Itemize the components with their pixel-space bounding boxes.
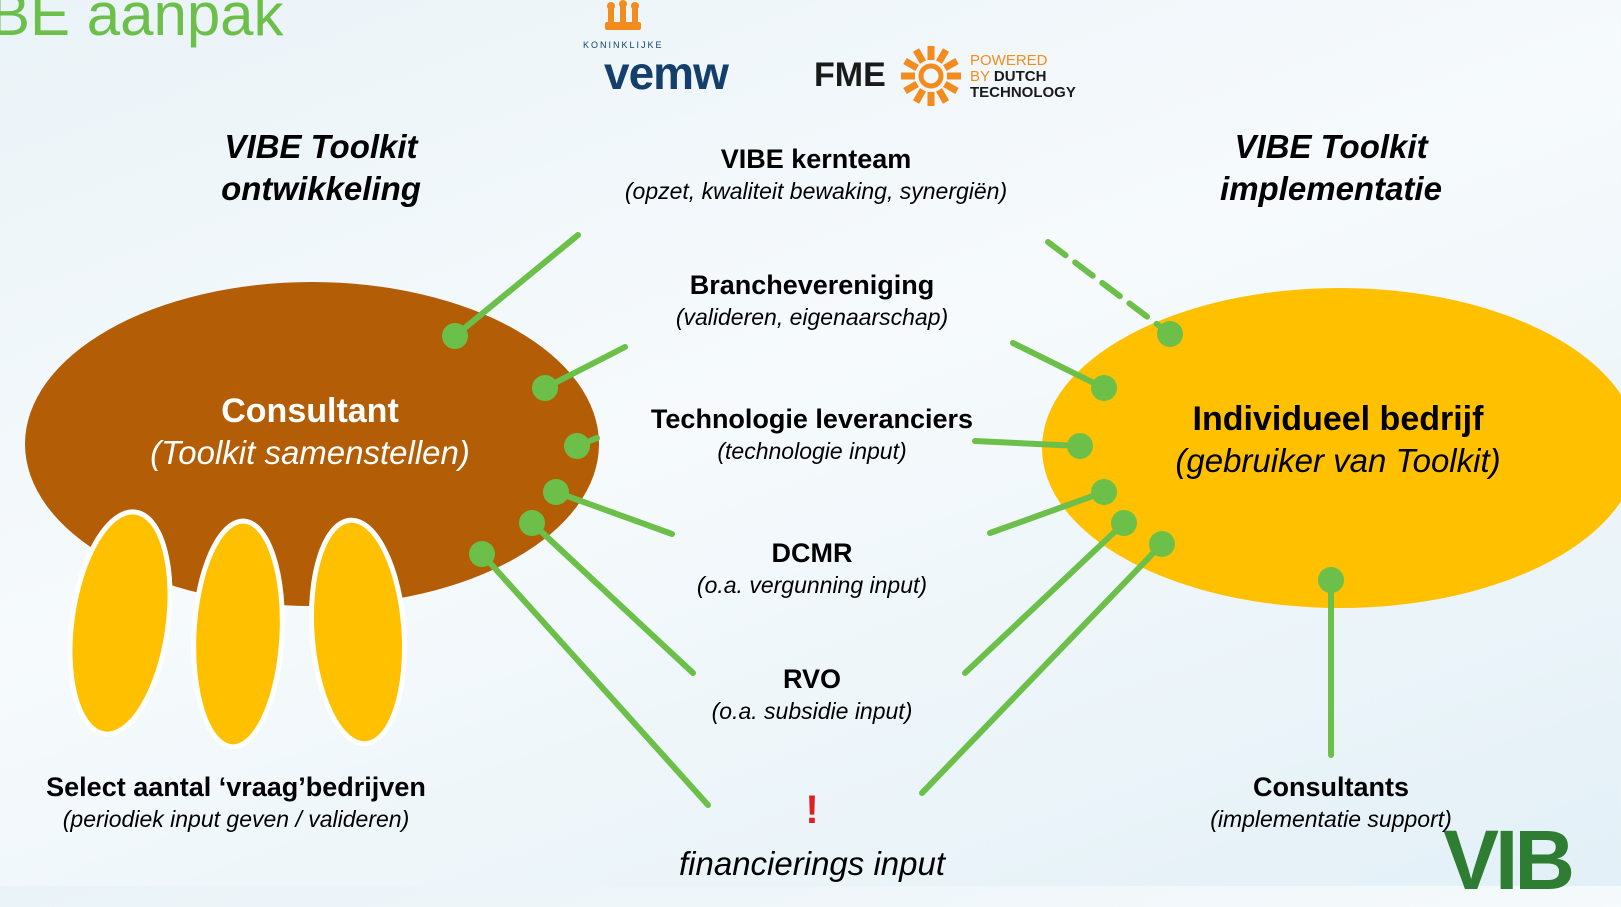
stakeholder-sub: (opzet, kwaliteit bewaking, synergiën) bbox=[624, 178, 1008, 204]
connector-tech-company bbox=[972, 438, 1083, 449]
select-companies-title: Select aantal ‘vraag’bedrijven bbox=[46, 772, 426, 802]
stakeholder-branchevereniging: Branchevereniging (valideren, eigenaarsc… bbox=[676, 268, 948, 332]
demand-company-ellipse-1 bbox=[67, 509, 173, 737]
connector-dot bbox=[1067, 433, 1093, 459]
stakeholder-sub: (valideren, eigenaarschap) bbox=[675, 304, 949, 330]
consultant-title: Consultant bbox=[221, 392, 399, 430]
stakeholder-title: Branchevereniging bbox=[689, 270, 935, 300]
connector-dot bbox=[1111, 510, 1137, 536]
connector-dot bbox=[1091, 479, 1117, 505]
connector-dot bbox=[1318, 567, 1344, 593]
company-title: Individueel bedrijf bbox=[1192, 400, 1484, 438]
fme-sunburst-icon bbox=[901, 46, 961, 106]
connector-dot bbox=[469, 541, 495, 567]
connector-rvo-consultant bbox=[529, 520, 696, 676]
stakeholder-sub: (o.a. vergunning input) bbox=[696, 572, 928, 598]
connector-dot bbox=[1157, 321, 1183, 347]
stakeholder-technologie: Technologie leveranciers (technologie in… bbox=[651, 402, 973, 466]
vemw-koninklijke-label: KONINKLIJKE bbox=[583, 40, 664, 50]
consultants-title: Consultants bbox=[1252, 772, 1410, 802]
fme-powered-dutch: DUTCH bbox=[993, 68, 1047, 85]
heading-right-line1: VIBE Toolkit bbox=[1234, 128, 1428, 165]
page-title: BE aanpak bbox=[0, 0, 284, 48]
diagram-canvas bbox=[25, 0, 1621, 808]
connector-dot bbox=[1091, 375, 1117, 401]
stakeholder-sub: (technologie input) bbox=[717, 438, 907, 464]
demand-company-ellipse-2 bbox=[191, 518, 285, 750]
connector-financing-company bbox=[919, 541, 1165, 796]
select-companies-sub: (periodiek input geven / valideren) bbox=[62, 806, 410, 832]
connector-dcmr-consultant bbox=[553, 489, 675, 537]
stakeholder-kernteam: VIBE kernteam (opzet, kwaliteit bewaking… bbox=[625, 142, 1007, 206]
fme-powered-line1: POWERED bbox=[970, 52, 1048, 69]
heading-right-line2: implementatie bbox=[1220, 170, 1442, 207]
financing-label: financierings input bbox=[679, 845, 945, 882]
vibe-corner-logo: VIB bbox=[1443, 813, 1575, 907]
stakeholder-title: VIBE kernteam bbox=[720, 144, 912, 174]
connector-branche-consultant bbox=[542, 344, 628, 391]
connector-dot bbox=[532, 375, 558, 401]
connector-rvo-company bbox=[962, 520, 1127, 676]
consultants-label: Consultants (implementatie support) bbox=[1210, 770, 1452, 834]
financing-exclamation: ! bbox=[805, 788, 819, 832]
connector-financing-consultant bbox=[479, 551, 711, 808]
consultant-ellipse bbox=[25, 282, 599, 606]
connector-dot bbox=[1149, 531, 1175, 557]
heading-left-line1: VIBE Toolkit bbox=[224, 128, 418, 165]
stakeholder-dcmr: DCMR (o.a. vergunning input) bbox=[697, 536, 927, 600]
stakeholder-title: RVO bbox=[782, 664, 842, 694]
vemw-logo: vemw bbox=[604, 47, 729, 99]
consultant-sub: (Toolkit samenstellen) bbox=[150, 434, 470, 471]
connector-dcmr-company bbox=[987, 489, 1107, 536]
consultant-label: Consultant (Toolkit samenstellen) bbox=[150, 390, 470, 474]
connector-dot bbox=[519, 510, 545, 536]
connector-kernteam-consultant bbox=[452, 232, 581, 339]
connector-dot bbox=[442, 323, 468, 349]
connector-kernteam-company bbox=[1045, 239, 1173, 337]
stakeholder-title: Technologie leveranciers bbox=[650, 404, 974, 434]
connector-dot bbox=[564, 433, 590, 459]
stakeholder-sub: (o.a. subsidie input) bbox=[711, 698, 913, 724]
heading-left-line2: ontwikkeling bbox=[221, 170, 421, 207]
stakeholder-title: DCMR bbox=[771, 538, 853, 568]
crown-icon bbox=[605, 0, 641, 30]
connector-dot bbox=[543, 479, 569, 505]
fme-powered-by: BY bbox=[970, 68, 990, 85]
company-ellipse bbox=[1042, 288, 1621, 608]
consultants-sub: (implementatie support) bbox=[1210, 806, 1452, 832]
heading-toolkit-development: VIBE Toolkit ontwikkeling bbox=[221, 126, 421, 210]
heading-toolkit-implementation: VIBE Toolkit implementatie bbox=[1220, 126, 1442, 210]
fme-powered-line3: TECHNOLOGY bbox=[970, 84, 1076, 101]
stakeholder-rvo: RVO (o.a. subsidie input) bbox=[712, 662, 913, 726]
fme-powered-line2: BY DUTCH bbox=[970, 69, 1046, 84]
company-label: Individueel bedrijf (gebruiker van Toolk… bbox=[1175, 398, 1500, 482]
fme-logo: FME bbox=[814, 56, 886, 94]
select-companies-label: Select aantal ‘vraag’bedrijven (periodie… bbox=[46, 770, 426, 834]
demand-company-ellipse-3 bbox=[308, 517, 408, 747]
connector-branche-company bbox=[1010, 340, 1107, 391]
company-sub: (gebruiker van Toolkit) bbox=[1175, 442, 1501, 479]
